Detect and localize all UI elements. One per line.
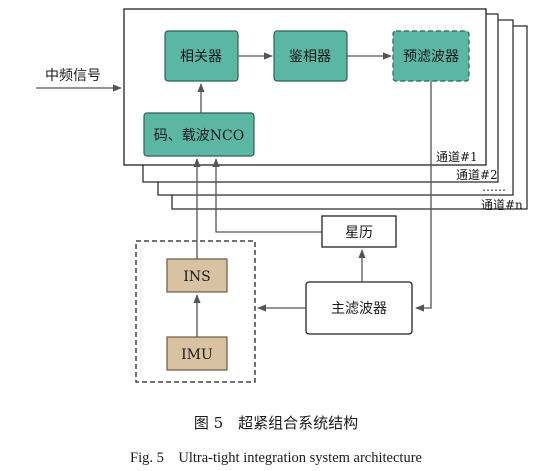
master-filter-label: 主滤波器	[331, 301, 387, 317]
line-ephemeris-nco	[212, 158, 322, 233]
channel-label-2: 通道#2	[456, 168, 498, 182]
nco-block	[143, 112, 255, 157]
arrow-prefilter-master	[415, 81, 432, 312]
prefilter-block	[392, 30, 470, 82]
correlator-label: 相关器	[180, 49, 222, 65]
imu-label: IMU	[181, 347, 213, 363]
channel-label-n: 通道#n	[481, 198, 523, 212]
caption-english: Fig. 5 Ultra-tight integration system ar…	[130, 450, 422, 466]
ins-label: INS	[183, 269, 210, 285]
channel-label-1: 通道#1	[436, 150, 478, 164]
ephemeris-label: 星历	[345, 225, 373, 241]
channel-label-ellipsis: ……	[482, 180, 506, 194]
prefilter-label: 预滤波器	[403, 49, 459, 65]
input-label: 中频信号	[45, 68, 101, 84]
nco-label: 码、载波NCO	[154, 128, 244, 144]
imu-block	[166, 336, 228, 371]
caption-chinese: 图 5 超紧组合系统结构	[193, 414, 359, 432]
discriminator-label: 鉴相器	[289, 49, 331, 65]
